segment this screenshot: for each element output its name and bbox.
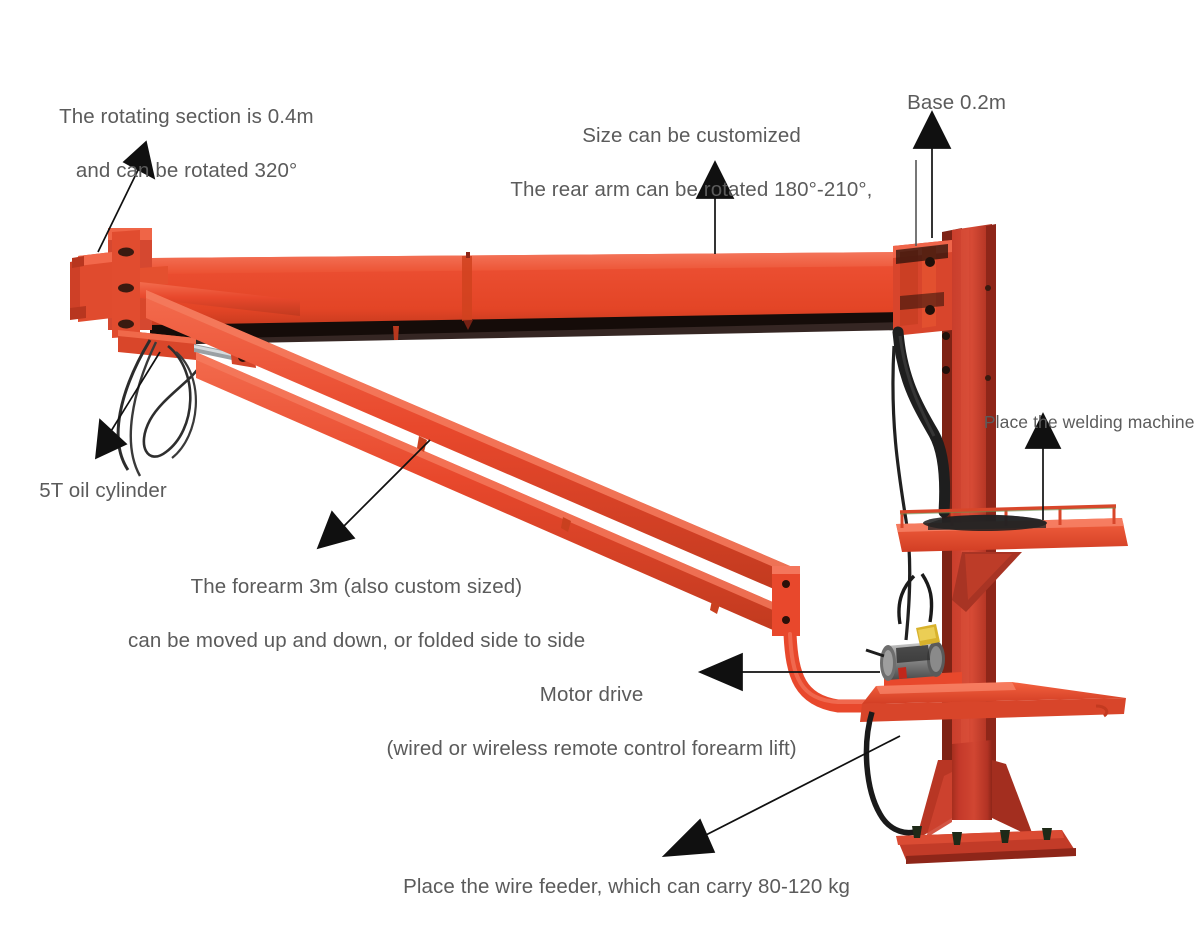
- annotation-rotating-section-line2: and can be rotated 320°: [75, 159, 298, 182]
- annotation-wire-feeder: Place the wire feeder, which can carry 8…: [355, 846, 875, 927]
- annotation-welding-machine: Place the welding machine: [964, 389, 1200, 455]
- annotation-base-line1: Base 0.2m: [907, 91, 1007, 114]
- annotation-forearm-line1: The forearm 3m (also custom sized): [190, 575, 523, 598]
- annotation-rotating-section-line1: The rotating section is 0.4m: [59, 105, 314, 128]
- annotation-welding-machine-line1: Place the welding machine: [983, 412, 1195, 432]
- annotation-motor-drive: Motor drive (wired or wireless remote co…: [330, 654, 830, 789]
- annotation-oil-cylinder-line1: 5T oil cylinder: [39, 479, 167, 502]
- annotation-motor-drive-line2: (wired or wireless remote control forear…: [386, 737, 797, 760]
- annotation-forearm-line2: can be moved up and down, or folded side…: [127, 629, 586, 652]
- annotation-size-customized-line1: Size can be customized: [582, 124, 801, 147]
- annotation-size-customized-line2: The rear arm can be rotated 180°-210°,: [510, 178, 873, 201]
- annotation-size-customized: Size can be customized The rear arm can …: [455, 95, 905, 230]
- annotation-wire-feeder-line1: Place the wire feeder, which can carry 8…: [403, 875, 851, 898]
- annotation-motor-drive-line1: Motor drive: [539, 683, 644, 706]
- annotation-base: Base 0.2m: [855, 62, 1035, 143]
- leader-arrows: [94, 110, 1062, 858]
- annotation-forearm: The forearm 3m (also custom sized) can b…: [55, 546, 635, 681]
- annotation-rotating-section: The rotating section is 0.4m and can be …: [10, 76, 340, 211]
- annotation-oil-cylinder: 5T oil cylinder: [16, 450, 276, 531]
